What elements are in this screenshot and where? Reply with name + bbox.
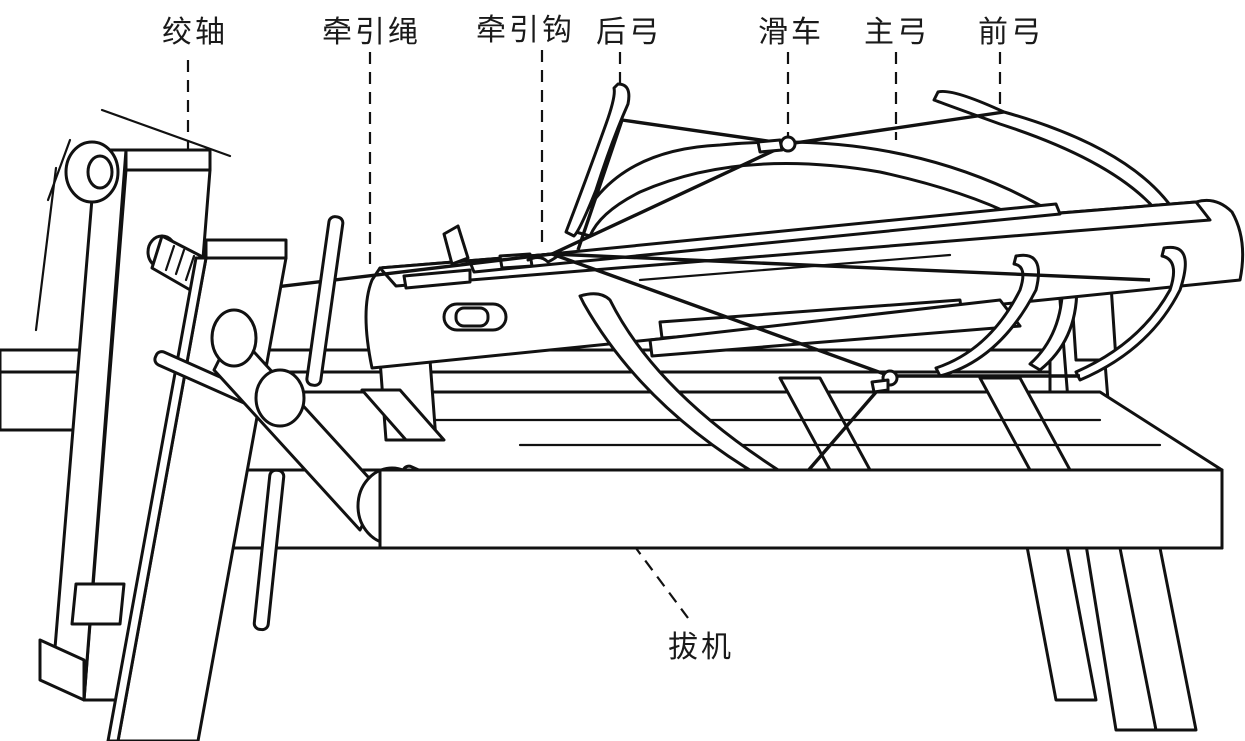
bow-strings xyxy=(551,110,1151,482)
front-rail xyxy=(378,468,1224,550)
label-traction-hook: 牵引钩 xyxy=(476,13,575,48)
front-leg-right xyxy=(1118,546,1198,732)
pulley-upper xyxy=(756,135,797,154)
label-rear-bow: 后弓 xyxy=(596,15,662,50)
label-front-bow: 前弓 xyxy=(978,15,1044,50)
label-pulley: 滑车 xyxy=(758,15,824,50)
rear-bow-shape xyxy=(564,82,631,238)
winch-drum-back xyxy=(34,108,232,332)
trigger-slot xyxy=(442,302,508,332)
pulley-lower xyxy=(870,369,899,394)
stock xyxy=(364,198,1245,370)
label-main-bow: 主弓 xyxy=(864,15,930,50)
label-winch-axle: 绞轴 xyxy=(162,15,228,50)
label-trigger: 拔机 xyxy=(668,630,734,665)
label-traction-rope: 牵引绳 xyxy=(322,15,421,50)
